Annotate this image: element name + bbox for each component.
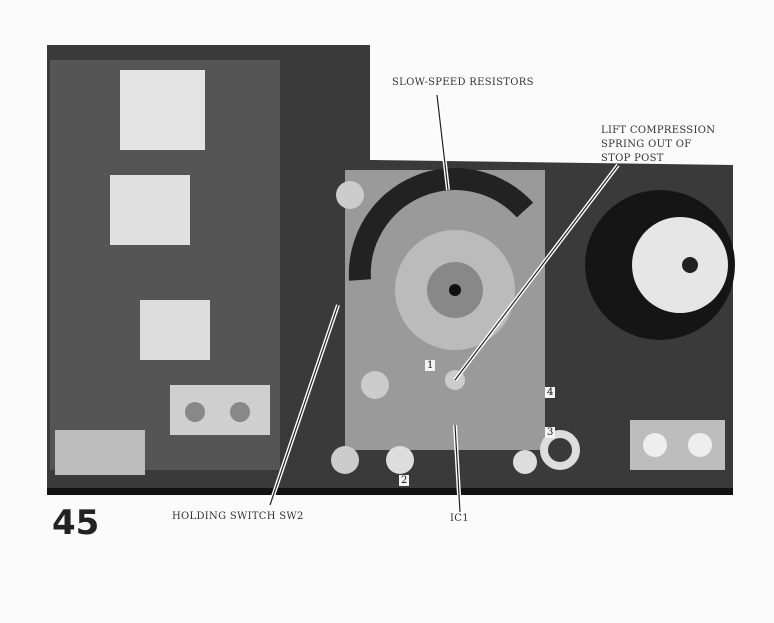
callout-4: 4: [545, 387, 556, 398]
slow-speed-resistor-arc: [348, 168, 534, 281]
callout-2: 2: [399, 475, 410, 486]
label-holding-switch-sw2: HOLDING SWITCH SW2: [172, 511, 304, 522]
label-ic1: IC1: [450, 513, 469, 524]
label-slow-speed-resistors: SLOW-SPEED RESISTORS: [392, 77, 534, 88]
callout-1: 1: [425, 360, 436, 371]
label-lift-compression-spring: LIFT COMPRESSION SPRING OUT OF STOP POST: [601, 125, 716, 164]
callout-3: 3: [545, 427, 556, 438]
page-number: 45: [52, 503, 100, 543]
